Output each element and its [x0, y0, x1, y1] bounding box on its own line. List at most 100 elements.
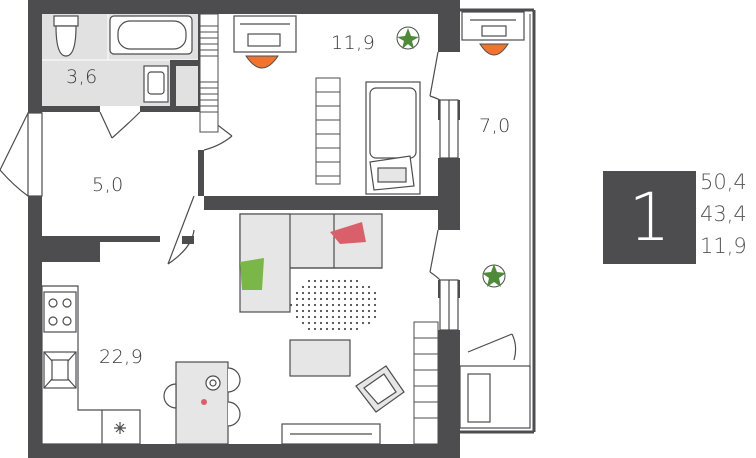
rug-dot [331, 297, 335, 301]
balcony-chair [479, 43, 509, 56]
rug-dot [373, 315, 377, 319]
rug-dot [331, 303, 335, 307]
rug-dot [343, 297, 347, 301]
bedroom-plant [396, 26, 420, 50]
rug-dot [349, 321, 353, 325]
rug-dot [319, 309, 323, 313]
rug-dot [331, 315, 335, 319]
rug-dot [343, 309, 347, 313]
balcony-outline [460, 8, 536, 434]
rug-dot [337, 291, 341, 295]
room-area-bedroom: 11,9 [331, 32, 376, 54]
rug-dot [313, 303, 317, 307]
rug-dot [337, 285, 341, 289]
rug-dot [331, 285, 335, 289]
rug-dot [343, 279, 347, 283]
rug-dot [319, 279, 323, 283]
walls [28, 0, 460, 458]
rug-dot [367, 309, 371, 313]
rug-dot [325, 321, 329, 325]
rug-dot [313, 327, 317, 331]
rug-dot [343, 321, 347, 325]
rug-dot [361, 297, 365, 301]
rug-dot [361, 321, 365, 325]
bedroom-chair [245, 55, 279, 69]
rug-dot [319, 321, 323, 325]
armchair [355, 365, 405, 413]
rug-dot [319, 327, 323, 331]
rug-dot [337, 279, 341, 283]
rug-dot [355, 279, 359, 283]
bathroom-sink [143, 65, 169, 103]
rug-dot [307, 309, 311, 313]
rug-dot [361, 315, 365, 319]
rug-dot [295, 291, 299, 295]
rug [289, 279, 377, 331]
rug-dot [319, 303, 323, 307]
rug-dot [319, 315, 323, 319]
dining-chairs [163, 367, 241, 427]
rug-dot [337, 297, 341, 301]
rug-dot [307, 285, 311, 289]
room-area-hallway: 5,0 [92, 174, 124, 196]
rug-dot [373, 291, 377, 295]
rug-dot [337, 303, 341, 307]
living-area: 43,4 [700, 202, 747, 226]
room-area: 11,9 [700, 234, 747, 258]
rug-dot [355, 291, 359, 295]
rug-dot [373, 297, 377, 301]
bed [365, 81, 421, 195]
rug-dot [313, 315, 317, 319]
room-area-bathroom: 3,6 [66, 66, 98, 88]
rug-dot [343, 315, 347, 319]
rug-dot [331, 309, 335, 313]
rug-dot [355, 297, 359, 301]
balcony-desk [461, 11, 525, 41]
rug-dot [331, 321, 335, 325]
rug-dot [337, 315, 341, 319]
rug-dot [313, 321, 317, 325]
rug-dot [319, 285, 323, 289]
rug-dot [343, 327, 347, 331]
rug-dot [301, 291, 305, 295]
toilet [53, 15, 79, 57]
wardrobe [199, 13, 219, 133]
rug-dot [331, 291, 335, 295]
rug-dot [295, 303, 299, 307]
rug-dot [361, 303, 365, 307]
balcony-plant [482, 264, 506, 288]
rug-dot [355, 309, 359, 313]
rug-dot [331, 327, 335, 331]
balcony-cabinet [459, 365, 531, 429]
rug-dot [313, 297, 317, 301]
rug-dot [367, 315, 371, 319]
rug-dot [325, 315, 329, 319]
rug-dot [337, 309, 341, 313]
rug-dot [349, 309, 353, 313]
rug-dot [325, 309, 329, 313]
coffee-table [289, 339, 351, 377]
rug-dot [301, 315, 305, 319]
rug-dot [295, 297, 299, 301]
rug-dot [325, 297, 329, 301]
rug-dot [301, 285, 305, 289]
rug-dot [307, 327, 311, 331]
rug-dot [337, 327, 341, 331]
rug-dot [325, 303, 329, 307]
rug-dot [313, 279, 317, 283]
rug-dot [325, 279, 329, 283]
sofa-pillow-red [330, 222, 366, 244]
rug-dot [307, 297, 311, 301]
rug-dot [307, 315, 311, 319]
rug-dot [301, 303, 305, 307]
kitchen-counter [41, 285, 141, 445]
dining-cup [201, 399, 207, 405]
rug-dot [289, 303, 293, 307]
rug-dot [367, 291, 371, 295]
rug-dot [355, 285, 359, 289]
rug-dot [361, 309, 365, 313]
rug-dot [313, 285, 317, 289]
rug-dot [367, 285, 371, 289]
room-area-balcony: 7,0 [479, 115, 511, 137]
rug-dot [367, 321, 371, 325]
